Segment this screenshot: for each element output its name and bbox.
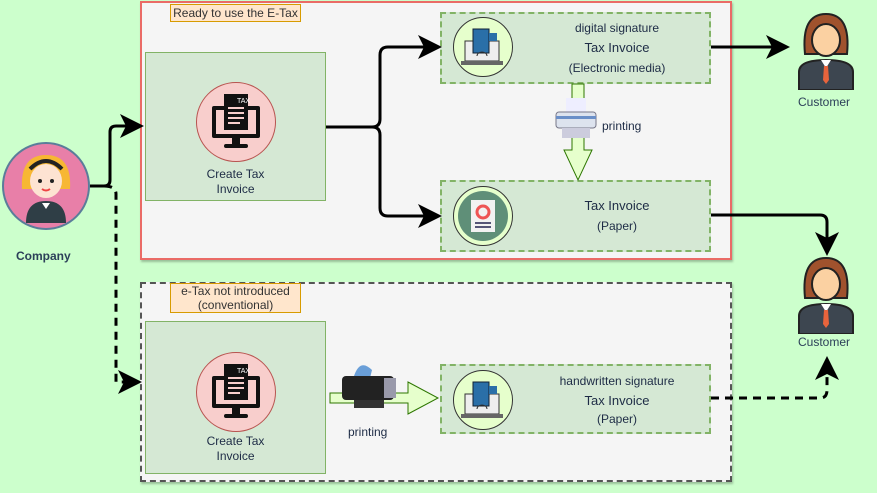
printing-label: printing [348, 425, 388, 439]
customer-avatar-top [797, 10, 855, 91]
paper-to-customer-arrow [711, 213, 839, 256]
tax-computer-icon: TAX [196, 352, 276, 432]
create-label: Create Tax Invoice [146, 167, 325, 197]
paper-tax-invoice-box[interactable]: Tax Invoice (Paper) [440, 180, 711, 252]
customer-label-bottom: Customer [798, 335, 851, 349]
electronic-invoice-icon [453, 370, 513, 430]
handwritten-to-customer-arrow [711, 356, 839, 400]
company-to-conv-arrow [103, 184, 142, 394]
handwritten-line3: (Paper) [596, 412, 637, 426]
conventional-group-tag: e-Tax not introduced (conventional) [170, 283, 301, 313]
customer-avatar-bottom [797, 254, 855, 335]
digital-invoice-text: digital signature Tax Invoice (Electroni… [522, 18, 712, 78]
company-to-etax-arrow [90, 114, 144, 188]
create-label-line1: Create Tax [206, 434, 265, 448]
electronic-invoice-icon [453, 17, 513, 77]
create-label-line1: Create Tax [206, 167, 265, 181]
printing-label: printing [602, 119, 642, 133]
svg-text:TAX: TAX [237, 98, 250, 105]
paper-invoice-text: Tax Invoice (Paper) [522, 196, 712, 236]
digital-line3: (Electronic media) [568, 61, 666, 75]
paper-line2: (Paper) [596, 219, 637, 233]
paper-invoice-icon [453, 186, 513, 246]
customer-label-top: Customer [798, 95, 851, 109]
tag-line2: (conventional) [197, 298, 274, 312]
svg-text:TAX: TAX [237, 368, 250, 375]
company-avatar [2, 142, 90, 230]
create-to-paper-arrow [371, 125, 442, 228]
paper-line1: Tax Invoice [584, 198, 650, 213]
handwritten-line1: handwritten signature [559, 374, 675, 388]
handwritten-tax-invoice-box[interactable]: handwritten signature Tax Invoice (Paper… [440, 364, 711, 434]
printer-icon [340, 358, 398, 414]
tax-computer-icon: TAX [196, 82, 276, 162]
create-tax-invoice-etax[interactable]: TAX Create Tax Invoice [145, 52, 326, 201]
tag-line1: e-Tax not introduced [181, 284, 290, 298]
etax-group-tag: Ready to use the E-Tax [170, 4, 301, 22]
create-tax-invoice-conventional[interactable]: TAX Create Tax Invoice [145, 321, 326, 474]
digital-line2: Tax Invoice [584, 40, 650, 55]
create-label: Create Tax Invoice [146, 434, 325, 464]
digital-line1: digital signature [574, 21, 660, 35]
handwritten-invoice-text: handwritten signature Tax Invoice (Paper… [522, 372, 712, 429]
create-to-digital-arrow [326, 35, 442, 129]
company-label: Company [16, 249, 71, 263]
create-label-line2: Invoice [216, 182, 255, 196]
digital-tax-invoice-box[interactable]: digital signature Tax Invoice (Electroni… [440, 12, 711, 84]
create-label-line2: Invoice [216, 449, 255, 463]
printer-icon [554, 98, 598, 142]
handwritten-line2: Tax Invoice [584, 393, 650, 408]
